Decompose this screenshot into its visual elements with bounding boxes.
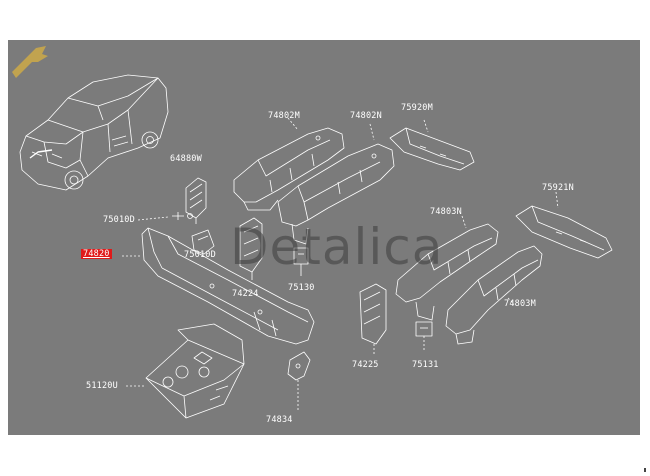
- label-74820[interactable]: 74820: [81, 249, 112, 259]
- label-74802m[interactable]: 74802M: [268, 111, 300, 121]
- parts-diagram: Detalica 74802M 74802N 75920M 64880W 759…: [8, 40, 646, 472]
- part-75010d-lower-drawing: [191, 229, 215, 255]
- label-74803n[interactable]: 74803N: [430, 207, 462, 217]
- label-51120u[interactable]: 51120U: [86, 381, 118, 391]
- label-75921n[interactable]: 75921N: [542, 183, 574, 193]
- label-75131[interactable]: 75131: [412, 360, 439, 370]
- label-64880w[interactable]: 64880W: [170, 154, 202, 164]
- corner-mark: [644, 468, 646, 472]
- part-74803m-drawing: [445, 245, 543, 345]
- part-74803n-drawing: [395, 215, 499, 321]
- label-74225[interactable]: 74225: [352, 360, 379, 370]
- label-75920m[interactable]: 75920M: [401, 103, 433, 113]
- part-75920m-drawing: [389, 119, 475, 171]
- part-75130-drawing: [293, 247, 309, 276]
- label-75010d-bottom[interactable]: 75010D: [184, 250, 216, 260]
- watermark-wrench-icon: [12, 46, 48, 78]
- part-75131-drawing: [415, 321, 433, 350]
- part-74834-drawing: [287, 351, 311, 410]
- label-74834[interactable]: 74834: [266, 415, 293, 425]
- diagram-drawing: [19, 74, 613, 419]
- part-74225-drawing: [359, 283, 387, 356]
- part-75921n-drawing: [515, 191, 613, 259]
- label-74803m[interactable]: 74803M: [504, 299, 536, 309]
- part-74802n-drawing: [277, 123, 395, 245]
- part-74802m-drawing: [233, 117, 345, 211]
- part-64880w-drawing: [185, 177, 207, 224]
- part-74820-drawing: [122, 227, 315, 345]
- label-75130[interactable]: 75130: [288, 283, 315, 293]
- label-75010d-top[interactable]: 75010D: [103, 215, 135, 225]
- part-74224-drawing: [239, 217, 263, 280]
- part-51120u-drawing: [126, 323, 245, 419]
- vehicle-illustration: [19, 74, 169, 191]
- fastener-75010d-drawing: [137, 212, 193, 221]
- label-74802n[interactable]: 74802N: [350, 111, 382, 121]
- label-74224[interactable]: 74224: [232, 289, 259, 299]
